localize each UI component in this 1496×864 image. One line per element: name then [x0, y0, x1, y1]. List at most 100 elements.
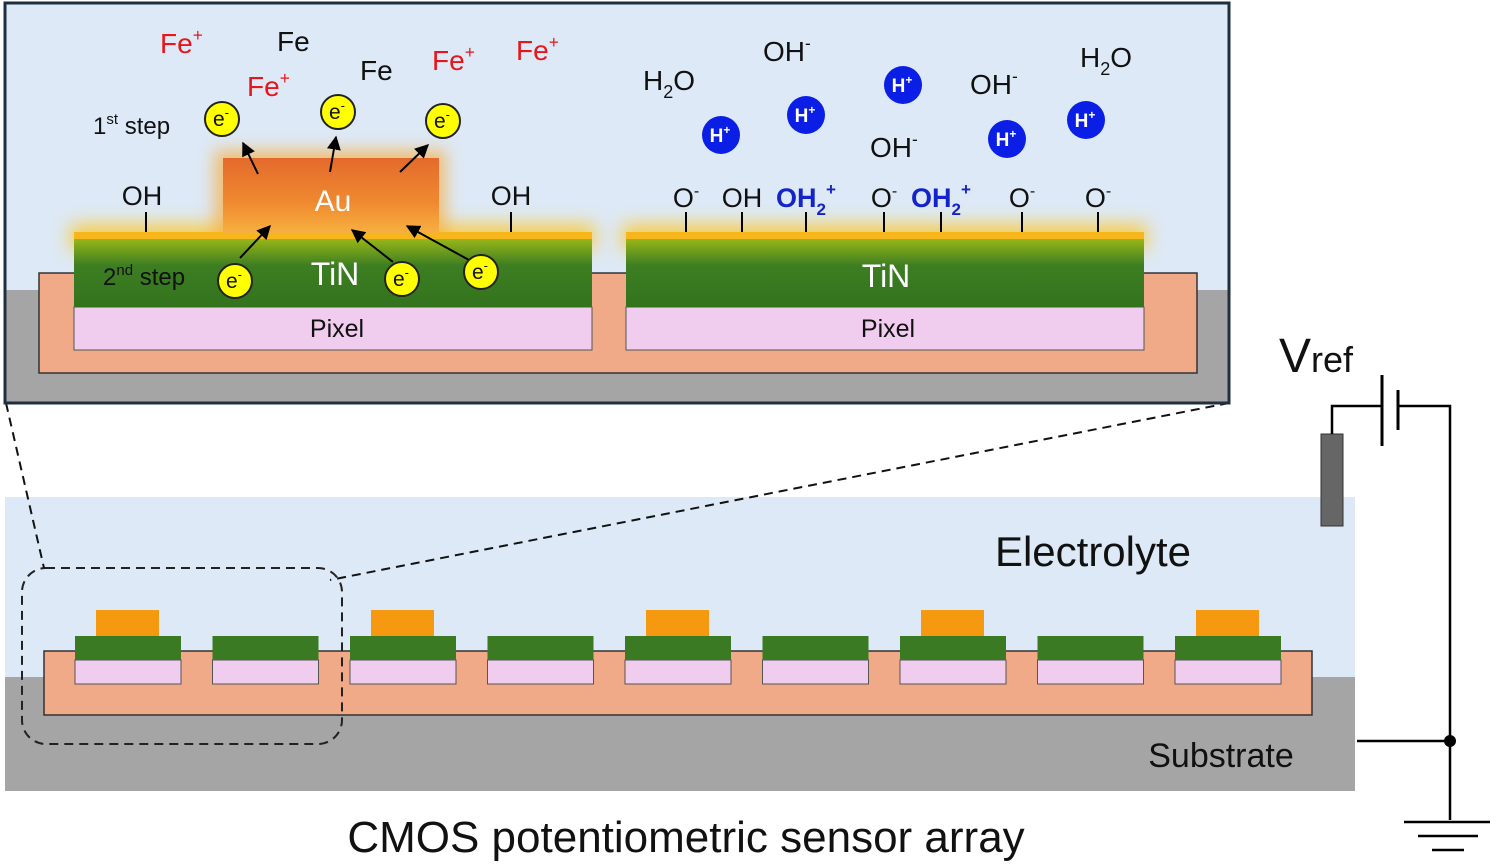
array-au-7 [921, 610, 984, 636]
svg-text:H+: H+ [710, 123, 731, 147]
fe-species-6: Fe+ [516, 32, 559, 66]
figure-caption: CMOS potentiometric sensor array [347, 813, 1024, 862]
fe-species-2: Fe [277, 26, 310, 57]
arrow-in-3 [405, 225, 470, 261]
svg-text:H+: H+ [1075, 108, 1096, 132]
electron-6: e- [463, 254, 499, 290]
array-pixel-2 [212, 659, 319, 685]
array-tin-7 [900, 636, 1006, 660]
svg-text:H+: H+ [795, 103, 816, 127]
pixel-label-left: Pixel [310, 315, 364, 343]
surface-group-3: OH2+ [776, 180, 836, 219]
water-2: H2O [1080, 42, 1132, 79]
tin-label-right: TiN [862, 258, 911, 294]
electron-2: e- [320, 94, 356, 130]
inset-surface-left [74, 232, 592, 239]
array-pixel-7 [899, 659, 1007, 685]
pixel-label-right: Pixel [861, 315, 915, 343]
inset-tin-left [74, 238, 592, 307]
array-au-3 [371, 610, 434, 636]
proton-2: H+ [787, 96, 825, 134]
surface-group-6: O- [1009, 183, 1035, 213]
array-au-1 [96, 610, 159, 636]
oh-left-2: OH [491, 181, 532, 211]
reference-label: Vref [1279, 330, 1354, 383]
array-pixel-5 [624, 659, 732, 685]
hydroxide-2: OH- [970, 66, 1018, 100]
arrow-in-1 [239, 224, 271, 259]
array-pixel-6 [762, 659, 869, 685]
proton-3: H+ [702, 116, 740, 154]
svg-text:e-: e- [434, 107, 450, 133]
zoom-line-right [329, 402, 1230, 581]
wire-ref [1330, 404, 1382, 434]
electron-transfer-arrows [239, 135, 470, 263]
hydroxide-1: OH- [763, 33, 811, 67]
inset-frame [3, 1, 1231, 405]
proton-5: H+ [1067, 101, 1105, 139]
inset-view: Au TiN Pixel TiN Pixel OH OH 1st step 2n… [5, 3, 1229, 403]
fe-species-5: Fe+ [432, 42, 475, 76]
electron-4: e- [217, 263, 253, 299]
proton-4: H+ [988, 120, 1026, 158]
wire-ground [1398, 404, 1452, 820]
svg-text:e-: e- [472, 258, 488, 284]
inset-pixel-left [73, 306, 593, 351]
substrate-label: Substrate [1148, 737, 1294, 775]
array-pixel-8 [1037, 659, 1144, 685]
surface-group-5: OH2+ [911, 180, 971, 219]
svg-text:e-: e- [226, 267, 242, 293]
array-pixel-9 [1174, 659, 1282, 685]
step1-label: 1st step [93, 111, 170, 140]
array-tin-1 [75, 636, 181, 660]
svg-text:e-: e- [213, 105, 229, 131]
electrolyte-label: Electrolyte [995, 528, 1191, 575]
array-pixels [74, 610, 1282, 685]
fe-species-1: Fe+ [160, 25, 203, 59]
arrow-up-1 [242, 141, 259, 175]
array-tin-5 [625, 636, 731, 660]
array-pixel-1 [74, 659, 182, 685]
proton-1: H+ [884, 66, 922, 104]
surface-group-4: O- [871, 183, 897, 213]
tin-label-left: TiN [311, 256, 360, 292]
step2-label: 2nd step [103, 262, 185, 291]
array-au-5 [646, 610, 709, 636]
array-au-9 [1196, 610, 1259, 636]
inset-surface-right [626, 232, 1144, 239]
surface-group-1: O- [673, 183, 699, 213]
circuit-junction [1444, 735, 1456, 747]
electron-3: e- [425, 103, 461, 139]
oh-left-1: OH [122, 181, 163, 211]
array-tin-9 [1175, 636, 1281, 660]
arrow-up-3 [399, 144, 430, 173]
arrow-in-2 [350, 229, 394, 263]
array-pixel-4 [487, 659, 594, 685]
surface-group-7: O- [1085, 183, 1111, 213]
svg-text:e-: e- [329, 98, 345, 124]
array-tin-6 [762, 636, 869, 660]
array-view: Electrolyte Substrate [5, 433, 1355, 791]
bias-circuit [1330, 375, 1490, 852]
water-1: H2O [643, 65, 695, 102]
fe-species-4: Fe [360, 55, 393, 86]
electron-5: e- [384, 261, 420, 297]
array-tin-4 [487, 636, 594, 660]
svg-text:e-: e- [393, 265, 409, 291]
fe-species-3: Fe+ [247, 68, 290, 102]
reference-electrode [1320, 433, 1344, 527]
svg-text:H+: H+ [996, 127, 1017, 151]
zoom-region-outline [21, 567, 343, 745]
au-label: Au [315, 185, 352, 218]
svg-text:H+: H+ [892, 73, 913, 97]
electron-1: e- [204, 101, 240, 137]
array-tin-8 [1037, 636, 1144, 660]
array-tin-3 [350, 636, 456, 660]
array-tin-2 [212, 636, 319, 660]
hydroxide-3: OH- [870, 129, 918, 163]
zoom-line-left [5, 402, 45, 569]
surface-group-2: OH [722, 183, 763, 213]
array-pixel-3 [349, 659, 457, 685]
